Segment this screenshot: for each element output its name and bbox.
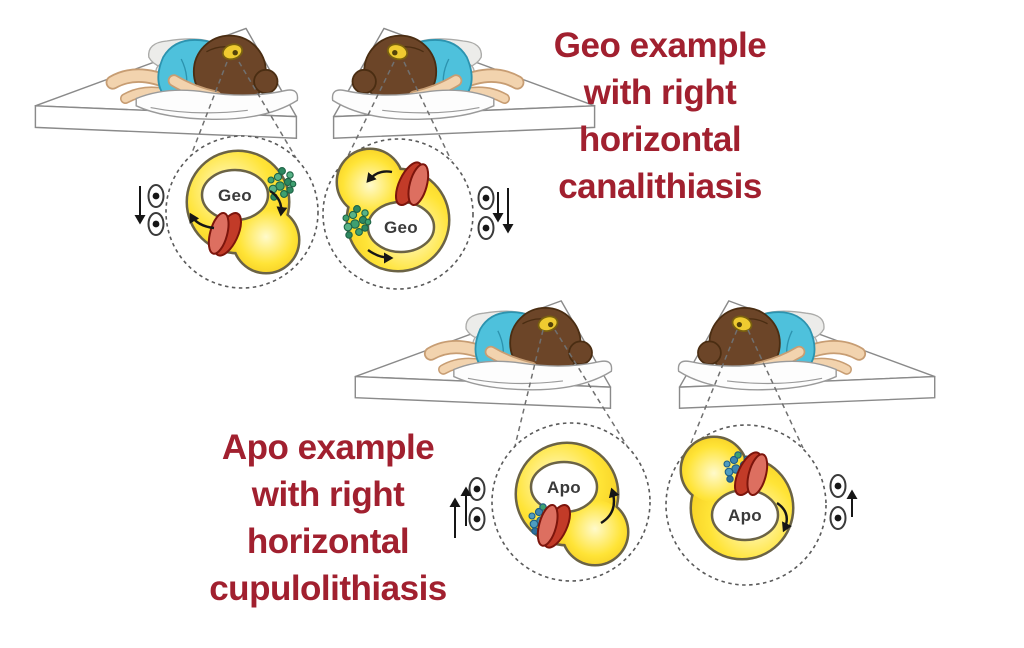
apo-title-line: horizontal — [246, 522, 410, 561]
canal-diagram-geo-right: Geo — [338, 150, 448, 270]
nystagmus-eyes-apo-left — [449, 477, 486, 538]
nystagmus-eyes-geo-right — [477, 186, 514, 240]
flow-arrow — [776, 502, 792, 533]
eye-icon — [829, 474, 847, 498]
patient-on-bed-bottom-left — [355, 301, 611, 408]
apo-title-line: with right — [251, 475, 405, 514]
magnifier-cone-lines — [189, 61, 804, 449]
geo-title-line: canalithiasis — [558, 167, 762, 206]
eye-icon — [147, 184, 165, 208]
eye-icon — [477, 216, 495, 240]
flow-arrow — [367, 249, 394, 264]
canal-diagram-apo-right: Apo — [682, 438, 792, 558]
canal-diagram-geo-left: Geo — [188, 152, 298, 272]
canal-label: Apo — [547, 478, 581, 497]
canal-diagram-apo-left: Apo — [517, 444, 627, 564]
flow-arrow — [366, 170, 393, 183]
flow-arrow — [600, 487, 620, 525]
patient-on-bed-bottom-right — [678, 301, 934, 408]
apo-title-line: Apo example — [221, 428, 435, 467]
apo-title-line: cupulolithiasis — [209, 569, 447, 608]
flow-arrow — [189, 212, 215, 230]
eye-icon — [477, 186, 495, 210]
eye-icon — [829, 506, 847, 530]
canal-label: Geo — [218, 186, 252, 205]
geo-title-line: Geo example — [553, 26, 767, 65]
apo-title: Apo example with right horizontal cupulo… — [166, 424, 490, 612]
geo-title-line: horizontal — [578, 120, 742, 159]
flow-arrow — [269, 189, 288, 217]
eye-icon — [147, 212, 165, 236]
patient-on-bed-top-left — [35, 28, 297, 138]
canal-label: Geo — [384, 218, 418, 237]
canal-label: Apo — [728, 506, 762, 525]
nystagmus-eyes-apo-right — [829, 474, 858, 530]
geo-title: Geo example with right horizontal canali… — [493, 22, 827, 210]
nystagmus-eyes-geo-left — [134, 184, 165, 236]
geo-title-line: with right — [583, 73, 737, 112]
